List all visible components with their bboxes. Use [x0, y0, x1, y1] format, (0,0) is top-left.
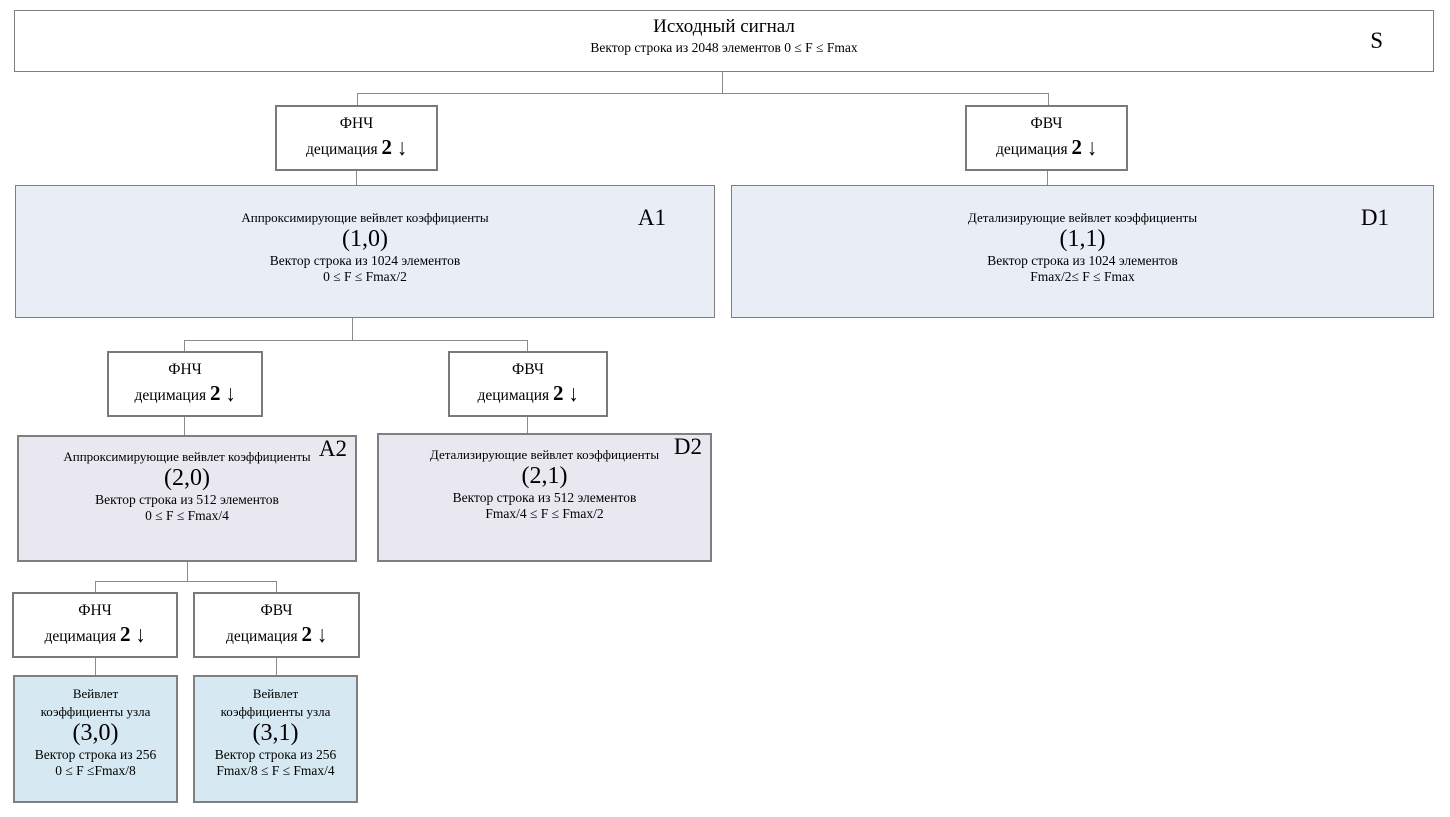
- coef-label-a2: A2: [318, 436, 347, 461]
- coef-range: 0 ≤ F ≤ Fmax/2: [323, 269, 407, 285]
- coef-node-index: (3,1): [252, 720, 299, 747]
- coef-vector: Вектор строка из 1024 элементов: [269, 253, 461, 269]
- filter-name: ФНЧ: [339, 115, 374, 132]
- connector-line: [357, 93, 358, 105]
- decimation-factor: 2: [1071, 135, 1083, 159]
- connector-line: [357, 93, 1049, 94]
- coef-box-a1: Аппроксимирующие вейвлет коэффициенты (1…: [15, 185, 715, 318]
- coef-vector: Вектор строка из 1024 элементов: [987, 253, 1178, 269]
- coef-label-a1: A1: [637, 205, 666, 230]
- decimation-factor: 2: [120, 622, 131, 646]
- coef-box-3-1: Вейвлет коэффициенты узла (3,1) Вектор с…: [193, 675, 358, 803]
- downsample-arrow-icon: ↓: [317, 622, 328, 648]
- coef-range: Fmax/8 ≤ F ≤ Fmax/4: [216, 763, 335, 779]
- coef-label-d2: D2: [673, 434, 702, 459]
- coef-box-d1: Детализирующие вейвлет коэффициенты (1,1…: [731, 185, 1434, 318]
- decimation-label: децимация: [225, 628, 298, 645]
- coef-title: Детализирующие вейвлет коэффициенты: [967, 210, 1198, 225]
- coef-vector: Вектор строка из 512 элементов: [95, 492, 279, 508]
- filter-name: ФНЧ: [168, 361, 202, 378]
- coef-vector: Вектор строка из 512 элементов: [452, 490, 637, 506]
- decimation-label: децимация: [134, 387, 207, 404]
- connector-line: [356, 171, 357, 185]
- coef-vector: Вектор строка из 256: [214, 747, 337, 763]
- filter-name: ФВЧ: [1030, 115, 1063, 132]
- decimation-factor: 2: [381, 135, 393, 159]
- root-node-label: S: [1370, 28, 1383, 53]
- coef-range: 0 ≤ F ≤Fmax/8: [55, 763, 136, 779]
- coef-node-index: (3,0): [72, 720, 119, 747]
- connector-line: [276, 658, 277, 675]
- downsample-arrow-icon: ↓: [397, 135, 408, 161]
- coef-title: Вейвлет коэффициенты узла: [220, 686, 331, 719]
- decimation-label: децимация: [44, 628, 117, 645]
- coef-range: 0 ≤ F ≤ Fmax/4: [145, 508, 229, 524]
- decimation-factor: 2: [210, 381, 221, 405]
- coef-box-d2: Детализирующие вейвлет коэффициенты (2,1…: [377, 433, 712, 562]
- connector-line: [1048, 93, 1049, 105]
- decimation-label: децимация: [995, 141, 1068, 158]
- connector-line: [184, 417, 185, 435]
- downsample-arrow-icon: ↓: [225, 381, 236, 407]
- coef-node-index: (1,1): [1059, 226, 1106, 252]
- coef-range: Fmax/4 ≤ F ≤ Fmax/2: [485, 506, 604, 522]
- coef-title: Детализирующие вейвлет коэффициенты: [429, 447, 660, 462]
- decimation-factor: 2: [301, 622, 313, 646]
- root-signal-box: Исходный сигнал Вектор строка из 2048 эл…: [14, 10, 1434, 72]
- downsample-arrow-icon: ↓: [135, 622, 146, 648]
- filter-hpf-level1: ФВЧ децимация 2↓: [965, 105, 1128, 171]
- filter-lpf-level1: ФНЧ децимация 2↓: [275, 105, 438, 171]
- connector-line: [722, 72, 723, 93]
- coef-vector: Вектор строка из 256: [34, 747, 157, 763]
- connector-line: [527, 340, 528, 351]
- coef-range: Fmax/2≤ F ≤ Fmax: [1030, 269, 1135, 285]
- root-title: Исходный сигнал: [653, 16, 795, 37]
- coef-title: Вейвлет коэффициенты узла: [40, 686, 151, 719]
- downsample-arrow-icon: ↓: [568, 381, 579, 407]
- coef-label-d1: D1: [1360, 205, 1389, 230]
- connector-line: [184, 340, 528, 341]
- connector-line: [276, 581, 277, 592]
- coef-title: Аппроксимирующие вейвлет коэффициенты: [241, 210, 489, 225]
- connector-line: [527, 417, 528, 433]
- coef-node-index: (2,1): [521, 463, 568, 489]
- downsample-arrow-icon: ↓: [1087, 135, 1098, 161]
- coef-box-3-0: Вейвлет коэффициенты узла (3,0) Вектор с…: [13, 675, 178, 803]
- connector-line: [95, 581, 96, 592]
- decimation-label: децимация: [305, 141, 378, 158]
- filter-lpf-level3: ФНЧ децимация 2↓: [12, 592, 178, 658]
- connector-line: [95, 658, 96, 675]
- coef-title: Аппроксимирующие вейвлет коэффициенты: [63, 449, 311, 464]
- filter-name: ФВЧ: [512, 361, 544, 378]
- decimation-factor: 2: [553, 381, 564, 405]
- decimation-label: децимация: [477, 387, 550, 404]
- filter-hpf-level2: ФВЧ децимация 2↓: [448, 351, 608, 417]
- filter-name: ФВЧ: [260, 602, 293, 619]
- filter-lpf-level2: ФНЧ децимация 2↓: [107, 351, 263, 417]
- filter-name: ФНЧ: [78, 602, 112, 619]
- connector-line: [1047, 171, 1048, 185]
- coef-box-a2: Аппроксимирующие вейвлет коэффициенты (2…: [17, 435, 357, 562]
- connector-line: [187, 562, 188, 581]
- connector-line: [352, 318, 353, 340]
- root-subtitle: Вектор строка из 2048 элементов 0 ≤ F ≤ …: [590, 40, 858, 55]
- coef-node-index: (2,0): [164, 465, 210, 491]
- coef-node-index: (1,0): [342, 226, 388, 252]
- connector-line: [95, 581, 277, 582]
- filter-hpf-level3: ФВЧ децимация 2↓: [193, 592, 360, 658]
- connector-line: [184, 340, 185, 351]
